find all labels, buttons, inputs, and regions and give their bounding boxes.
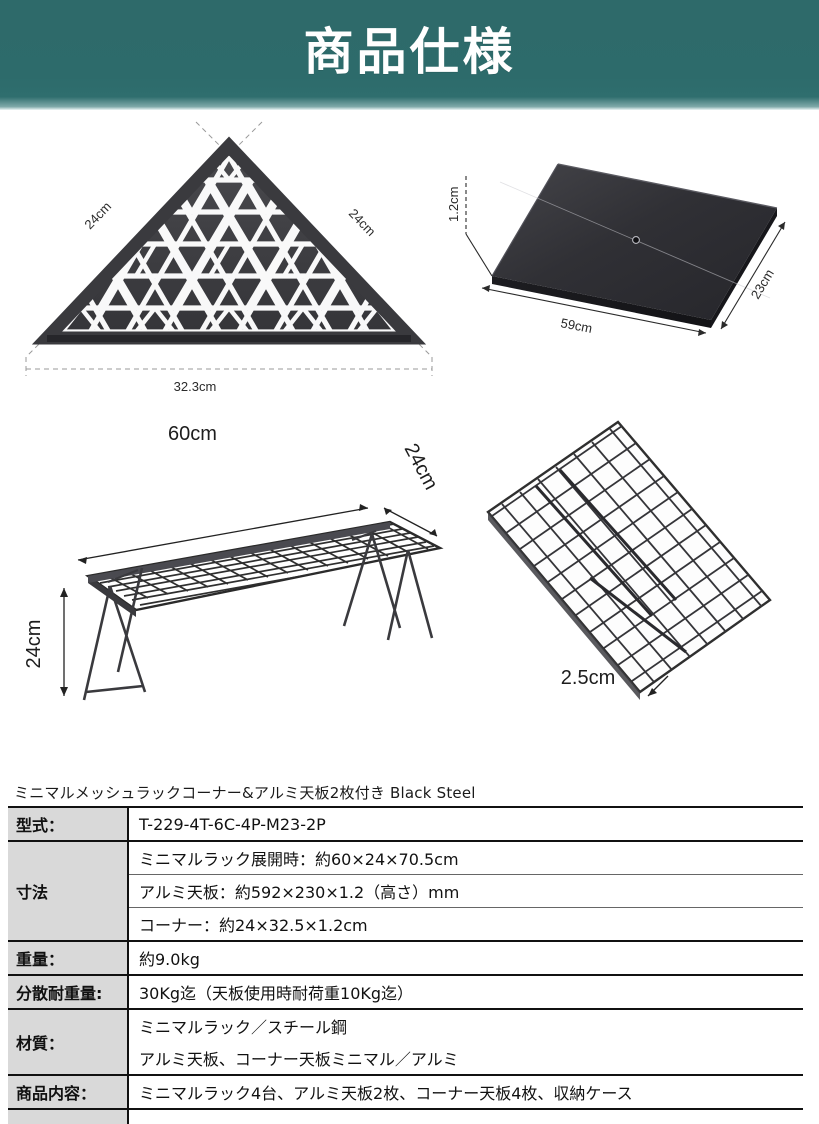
spec-value: コーナー：約24×32.5×1.2cm [128,907,803,941]
spec-label: 分散耐重量: [8,974,129,1009]
spec-label: 重量： [8,940,129,975]
corner-base-dim: 32.3cm [174,379,217,394]
diagram-mesh-rack: 60cm 24cm 24cm [0,400,470,730]
folded-thickness-dim: 2.5cm [561,667,615,689]
aluminum-panel-svg: 59cm 23cm 1.2cm [446,163,786,336]
corner-plate-svg: 24cm 24cm 32.3cm [25,121,433,394]
table-row: 重量： 約9.0kg [8,940,803,975]
corner-left-dim: 24cm [81,199,114,232]
spec-label: 材質： [8,1008,129,1075]
table-row: 分散耐重量: 30Kg迄（天板使用時耐荷重10Kg迄） [8,974,803,1009]
spec-value: アルミ天板、コーナー天板ミニマル／アルミ [139,1050,459,1069]
spec-value: ミニマルラック展開時：約60×24×70.5cm [128,840,803,875]
folded-rack-svg: 2.5cm [486,420,772,700]
folded-rack-body [486,420,772,700]
aluminum-dimension-lines [465,176,786,336]
table-row-clipped [8,1108,803,1124]
diagram-folded-rack: 2.5cm [440,400,819,730]
aluminum-length-dim: 59cm [559,315,593,336]
diagram-aluminum-panel: 59cm 23cm 1.2cm [440,130,819,380]
diagram-corner-plate: 24cm 24cm 32.3cm [0,110,460,400]
mesh-rack-svg: 60cm 24cm 24cm [23,423,444,701]
mesh-rack-dimension-lines [60,504,438,696]
spec-table-body: 型式： T-229-4T-6C-4P-M23-2P 寸法 ミニマルラック展開時：… [8,806,803,1124]
spec-value: 約9.0kg [128,940,803,975]
page-title: 商品仕様 [303,23,516,81]
product-diagrams: 24cm 24cm 32.3cm [0,110,819,770]
table-row: 材質： ミニマルラック／スチール鋼 [8,1008,803,1075]
spec-label-empty [8,1108,129,1124]
spec-value: 30Kg迄（天板使用時耐荷重10Kg迄） [128,974,803,1009]
table-row: 型式： T-229-4T-6C-4P-M23-2P [8,806,803,841]
table-row: アルミ天板：約592×230×1.2（高さ）mm [8,874,803,908]
product-title: ミニマルメッシュラックコーナー&アルミ天板2枚付き Black Steel [14,784,476,802]
aluminum-thickness-dim: 1.2cm [446,187,461,222]
header-banner: 商品仕様 [0,0,819,110]
aluminum-depth-dim: 23cm [748,267,777,302]
spec-value: アルミ天板：約592×230×1.2（高さ）mm [128,874,803,908]
spec-table: 型式： T-229-4T-6C-4P-M23-2P 寸法 ミニマルラック展開時：… [8,806,803,1124]
mesh-rack-depth-dim: 24cm [400,440,442,494]
aluminum-panel-body [491,163,778,328]
table-row: アルミ天板、コーナー天板ミニマル／アルミ [8,1042,803,1075]
table-row: 商品内容： ミニマルラック4台、アルミ天板2枚、コーナー天板4枚、収納ケース [8,1074,803,1109]
mesh-rack-body [82,520,444,701]
folded-dimension-lines [647,675,669,697]
corner-right-dim: 24cm [346,206,379,239]
table-row: コーナー：約24×32.5×1.2cm [8,907,803,941]
spec-value-empty [128,1108,803,1124]
mesh-rack-width-dim: 60cm [168,423,217,445]
spec-label: 寸法 [8,840,129,941]
spec-value: ミニマルラック4台、アルミ天板2枚、コーナー天板4枚、収納ケース [128,1074,803,1109]
spec-label: 商品内容： [8,1074,129,1109]
spec-value: ミニマルラック／スチール鋼 [128,1008,803,1042]
spec-label: 型式： [8,806,129,841]
table-row: 寸法 ミニマルラック展開時：約60×24×70.5cm [8,840,803,941]
mesh-rack-height-dim: 24cm [23,620,45,669]
spec-value: T-229-4T-6C-4P-M23-2P [128,806,803,841]
corner-plate-body [31,136,427,345]
